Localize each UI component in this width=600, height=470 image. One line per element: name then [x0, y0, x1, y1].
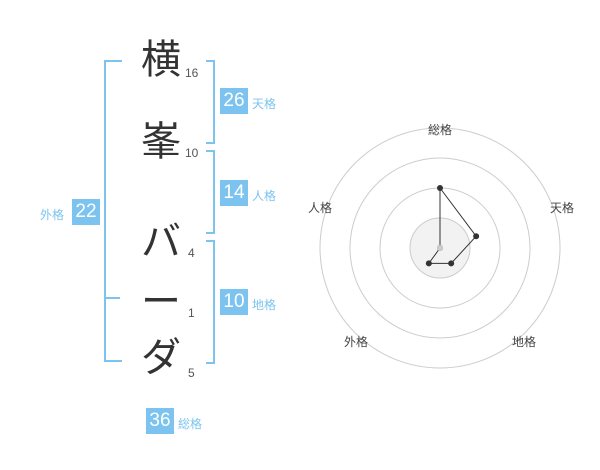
gaikaku-bracket [104, 60, 122, 362]
radar-point-3 [448, 260, 455, 267]
radar-axis-label-5: 人格 [308, 200, 332, 215]
radar-point-1 [437, 185, 443, 191]
tenkaku-value: 26 [220, 88, 248, 114]
chikaku-bracket [206, 240, 215, 364]
name-char-3: バ [141, 219, 181, 265]
radar-axis-label-4: 外格 [344, 334, 368, 349]
stroke-count-5: 5 [188, 366, 195, 380]
soukaku-label: 総格 [178, 417, 203, 431]
name-char-5: ダ [141, 335, 181, 381]
radar-ring-3 [349, 157, 531, 339]
radar-data-polygon [427, 186, 477, 264]
name-char-2: 峯 [141, 119, 181, 165]
radar-axis-label-1: 総格 [428, 122, 452, 137]
radar-axis-label-2: 天格 [550, 200, 574, 215]
jinkaku-bracket [206, 150, 215, 234]
radar-center-point [437, 245, 443, 251]
tenkaku-bracket [206, 60, 215, 144]
tenkaku-label: 天格 [252, 97, 277, 111]
stroke-count-4: 1 [188, 306, 195, 320]
jinkaku-label: 人格 [252, 189, 277, 203]
name-char-4: ー [141, 279, 181, 325]
gaikaku-label: 外格 [40, 208, 65, 222]
stroke-count-3: 4 [188, 246, 195, 260]
radar-point-4 [425, 260, 432, 267]
stroke-count-1: 16 [185, 66, 199, 80]
radar-point-2 [473, 233, 480, 240]
chikaku-label: 地格 [252, 298, 277, 312]
soukaku-value: 36 [146, 408, 174, 434]
chikaku-value: 10 [220, 289, 248, 315]
radar-axis-label-3: 地格 [512, 334, 536, 349]
gaikaku-bracket-divider [104, 297, 120, 299]
radar-ring-4 [319, 127, 561, 369]
name-char-1: 横 [141, 37, 181, 83]
gaikaku-value: 22 [72, 199, 100, 225]
jinkaku-value: 14 [220, 180, 248, 206]
stroke-count-2: 10 [185, 146, 199, 160]
